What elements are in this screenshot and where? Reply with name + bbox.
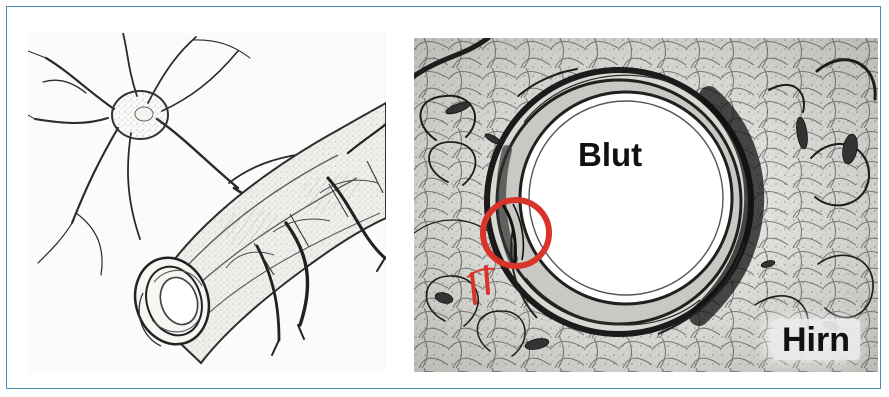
electron-micrograph-panel: Blut Hirn	[414, 38, 878, 372]
capillary-drawing	[28, 33, 386, 373]
capillary-drawing-panel	[28, 33, 386, 373]
blood-label: Blut	[578, 138, 642, 171]
brain-label: Hirn	[772, 319, 860, 360]
